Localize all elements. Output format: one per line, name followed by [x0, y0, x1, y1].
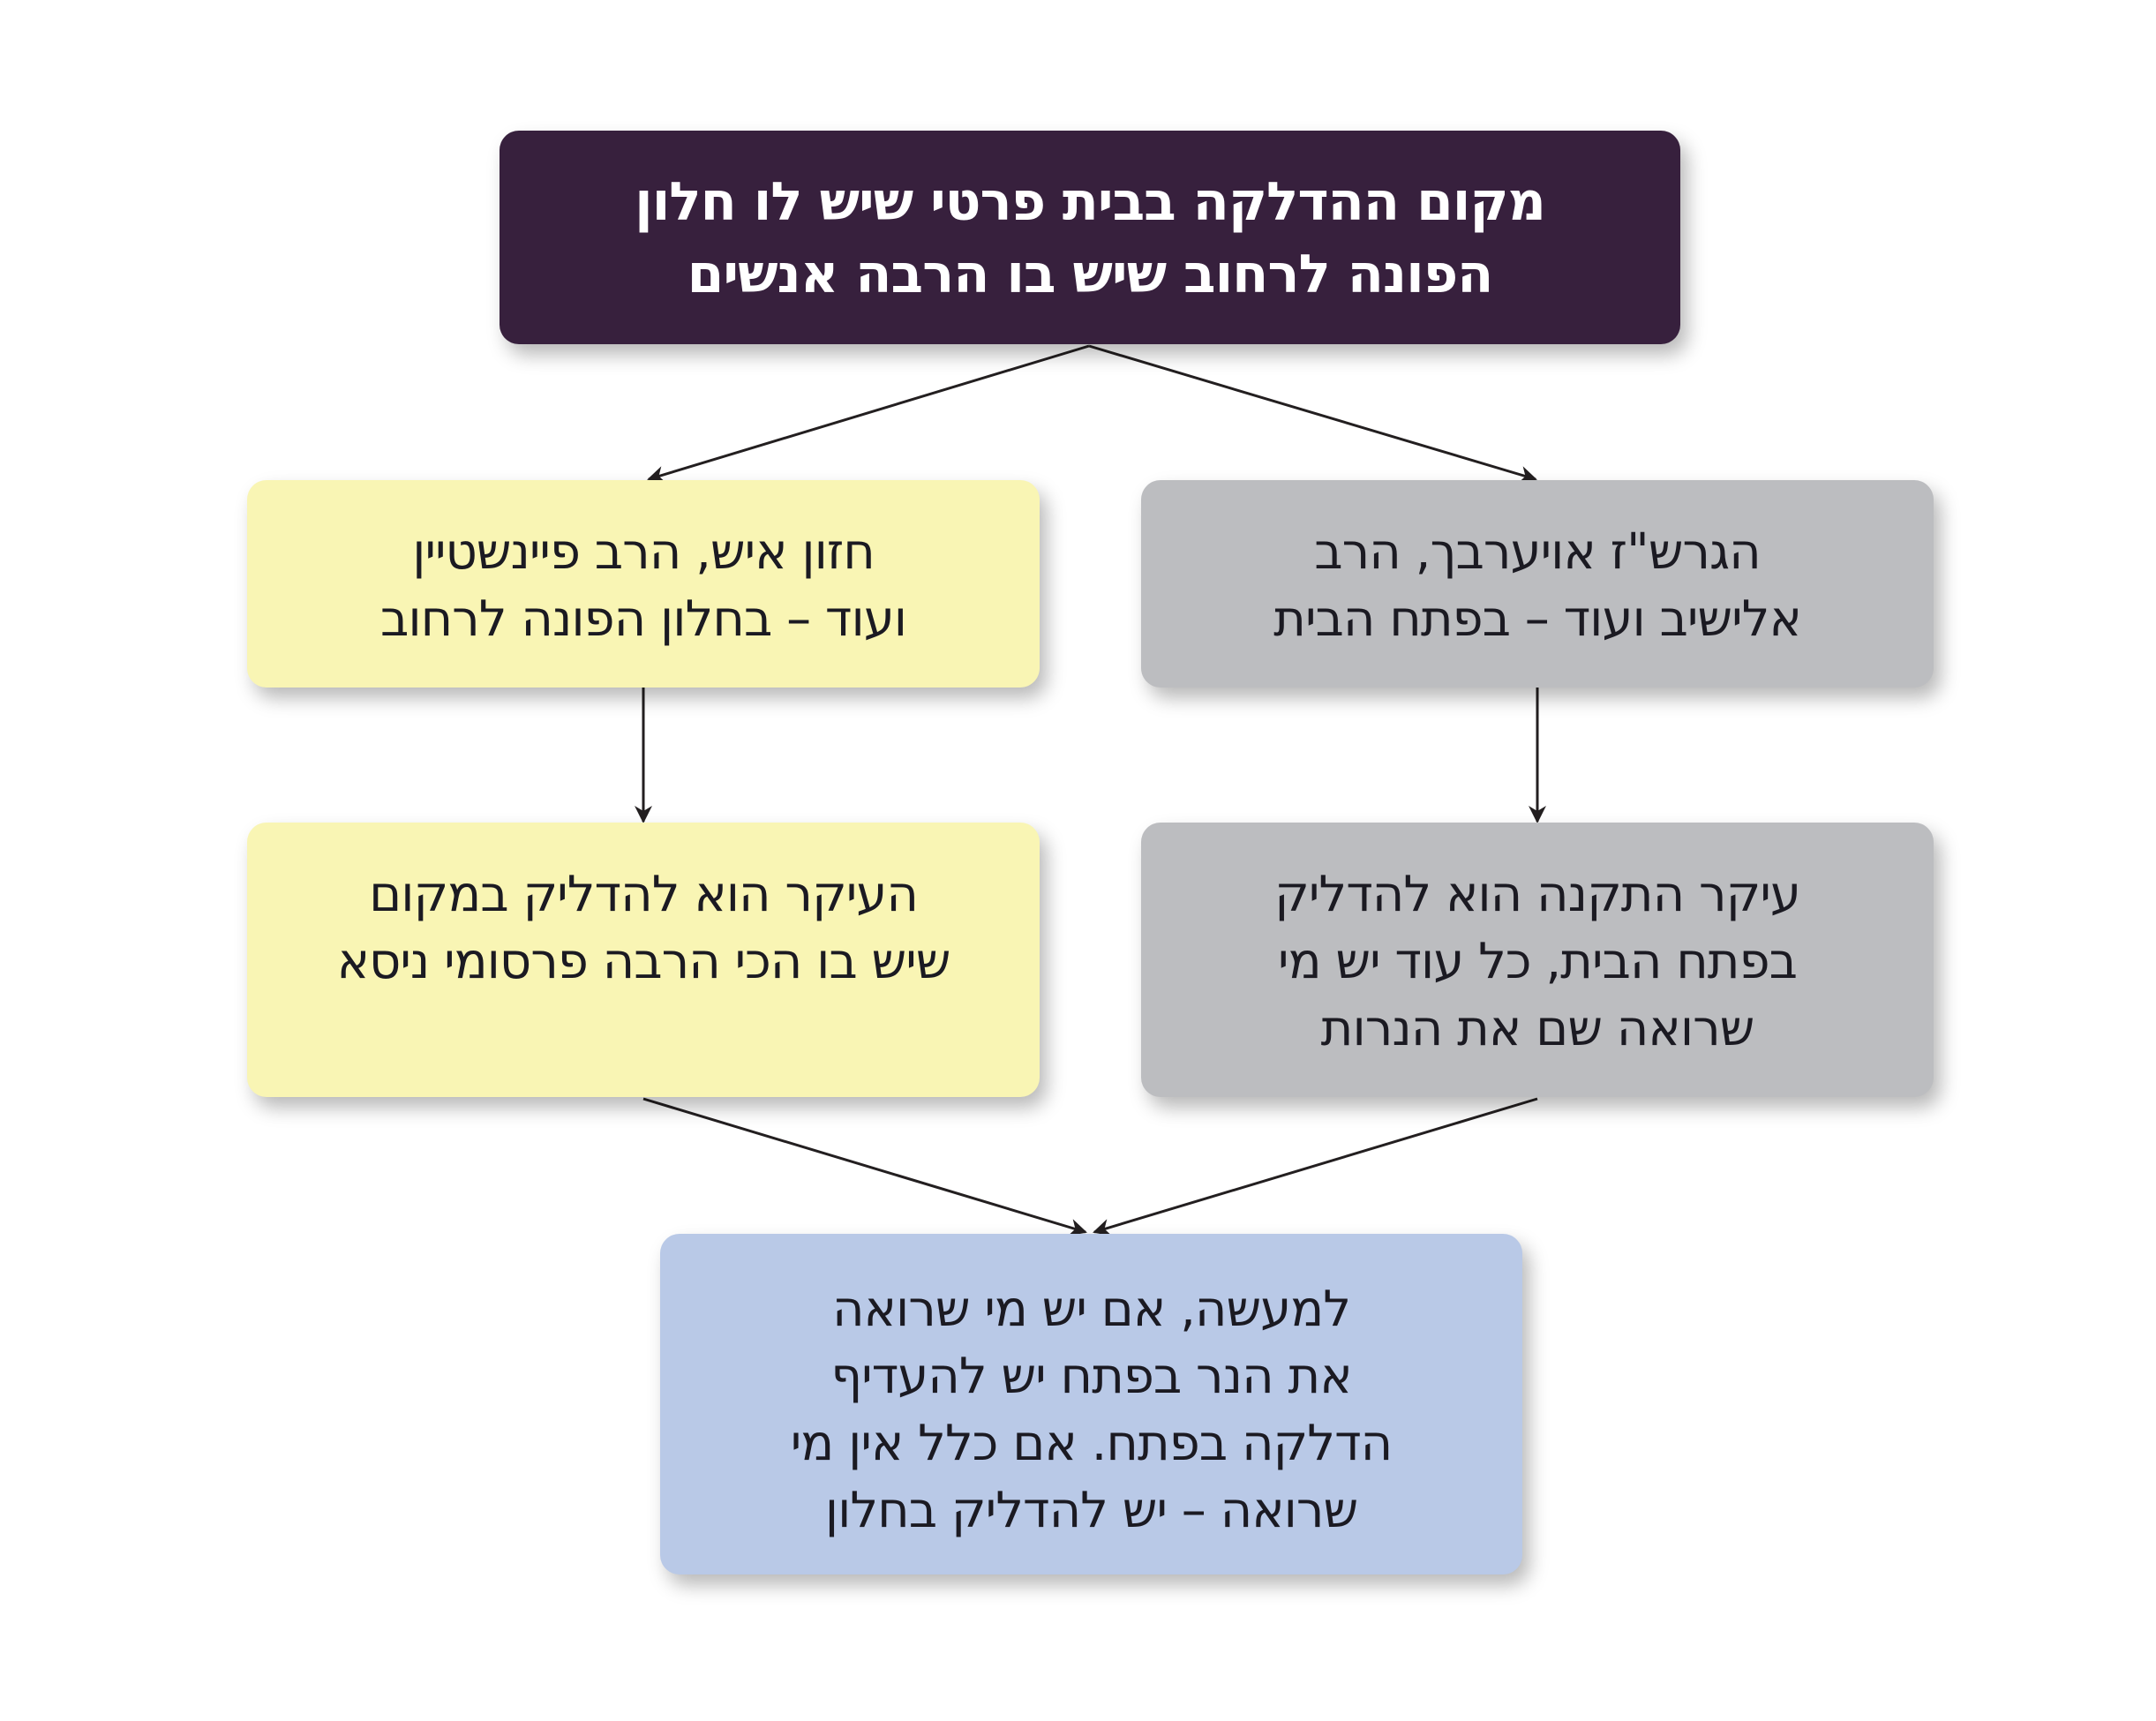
left-opinion-line-2: ועוד – בחלון הפונה לרחוב: [379, 590, 907, 648]
right-reason-line-3: שרואה שם את הנרות: [1320, 1000, 1755, 1057]
title-line-2: הפונה לרחוב שיש בו הרבה אנשים: [687, 244, 1494, 305]
right-reason-line-1: עיקר התקנה הוא להדליק: [1274, 866, 1801, 923]
left-reason-box: העיקר הוא להדליק במקום שיש בו הכי הרבה פ…: [247, 823, 1040, 1097]
arrow-top-to-right: [1088, 344, 1537, 484]
conclusion-line-4: שרואה – יש להדליק בחלון: [824, 1482, 1358, 1539]
right-opinion-box: הגרש"ז אויערבך, הרב אלישיב ועוד – בפתח ה…: [1141, 480, 1934, 688]
arrow-right-to-conclusion: [1093, 1097, 1538, 1236]
title-box: מקום ההדלקה בבית פרטי שיש לו חלון הפונה …: [500, 131, 1680, 344]
conclusion-line-1: למעשה, אם יש מי שרואה: [831, 1281, 1351, 1338]
right-opinion-line-2: אלישיב ועוד – בפתח הבית: [1273, 590, 1802, 648]
arrow-left-to-conclusion: [642, 1097, 1087, 1236]
left-reason-line-1: העיקר הוא להדליק במקום: [369, 866, 919, 923]
arrow-top-to-left: [647, 344, 1090, 484]
conclusion-line-3: הדלקה בפתח. אם כלל אין מי: [790, 1415, 1393, 1472]
conclusion-box: למעשה, אם יש מי שרואה את הנר בפתח יש להע…: [660, 1234, 1522, 1574]
conclusion-line-2: את הנר בפתח יש להעדיף: [830, 1348, 1352, 1405]
right-reason-box: עיקר התקנה הוא להדליק בפתח הבית, כל עוד …: [1141, 823, 1934, 1097]
right-reason-line-2: בפתח הבית, כל עוד יש מי: [1278, 933, 1798, 990]
left-reason-line-2: שיש בו הכי הרבה פרסומי ניסא: [336, 933, 951, 990]
left-opinion-line-1: חזון איש, הרב פיינשטיין: [412, 523, 875, 581]
left-opinion-box: חזון איש, הרב פיינשטיין ועוד – בחלון הפו…: [247, 480, 1040, 688]
right-opinion-line-1: הגרש"ז אויערבך, הרב: [1314, 523, 1761, 581]
title-line-1: מקום ההדלקה בבית פרטי שיש לו חלון: [635, 171, 1546, 233]
